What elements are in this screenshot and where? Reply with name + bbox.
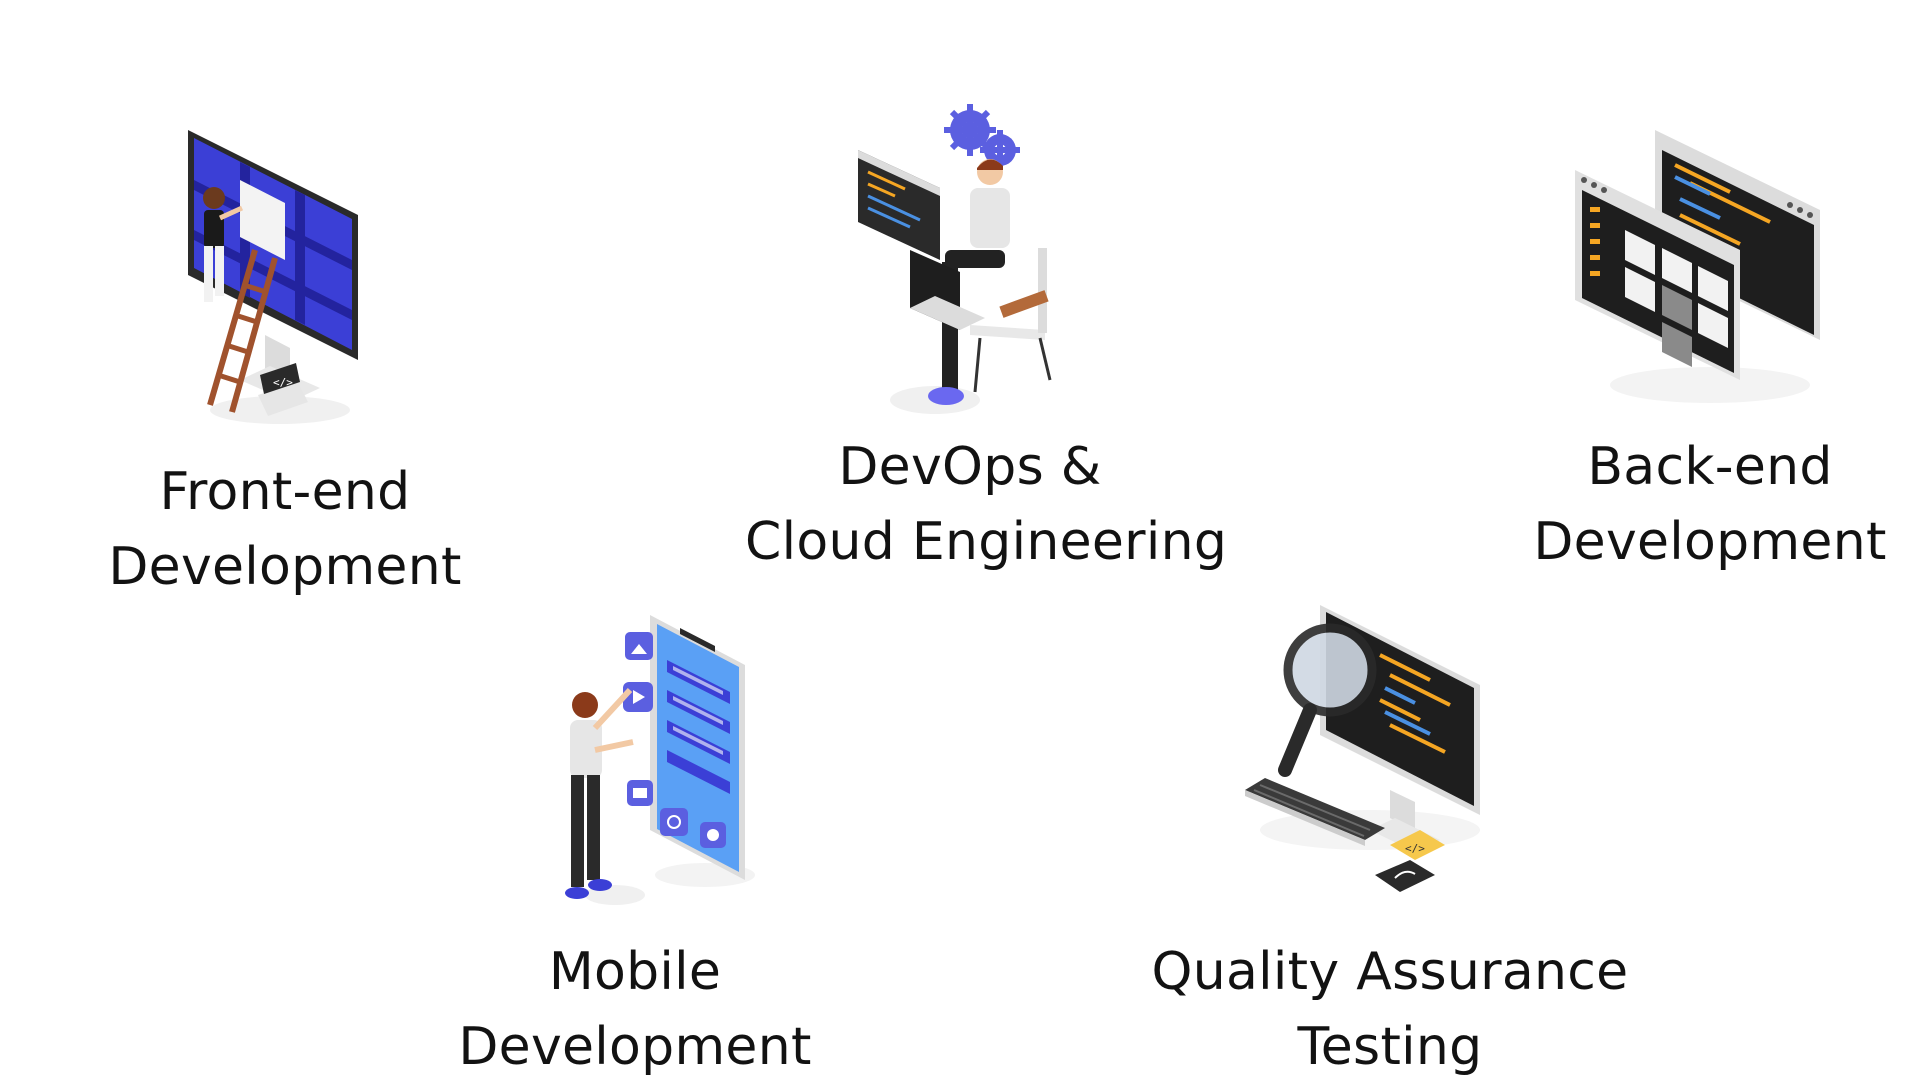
svg-text:</>: </> — [1405, 842, 1425, 855]
service-title-line1: DevOps & — [838, 437, 1102, 497]
service-title-line2: Development — [1533, 512, 1887, 572]
svg-text:</>: </> — [273, 376, 293, 389]
code-windows-icon — [1575, 130, 1820, 403]
service-title-line1: Mobile — [548, 942, 722, 1002]
service-label: Back-end Development — [1520, 430, 1900, 580]
service-title-line2: Cloud Engineering — [745, 512, 1228, 572]
service-label: Quality Assurance Testing — [1150, 935, 1630, 1080]
magnifier-monitor-icon: </> — [1245, 605, 1480, 892]
service-title-line2: Development — [458, 1017, 812, 1077]
monitor-ladder-icon: </> — [188, 130, 358, 424]
service-title-line2: Development — [108, 537, 462, 597]
service-title-line1: Front-end — [159, 462, 411, 522]
gears-laptop-icon — [858, 104, 1052, 414]
smartphone-app-icon — [565, 615, 755, 905]
service-label: Mobile Development — [440, 935, 830, 1080]
service-title-line1: Quality Assurance — [1151, 942, 1629, 1002]
service-title-line2: Testing — [1297, 1017, 1483, 1077]
service-label: DevOps & Cloud Engineering — [745, 430, 1228, 580]
service-title-line1: Back-end — [1587, 437, 1833, 497]
service-label: Front-end Development — [90, 455, 480, 605]
